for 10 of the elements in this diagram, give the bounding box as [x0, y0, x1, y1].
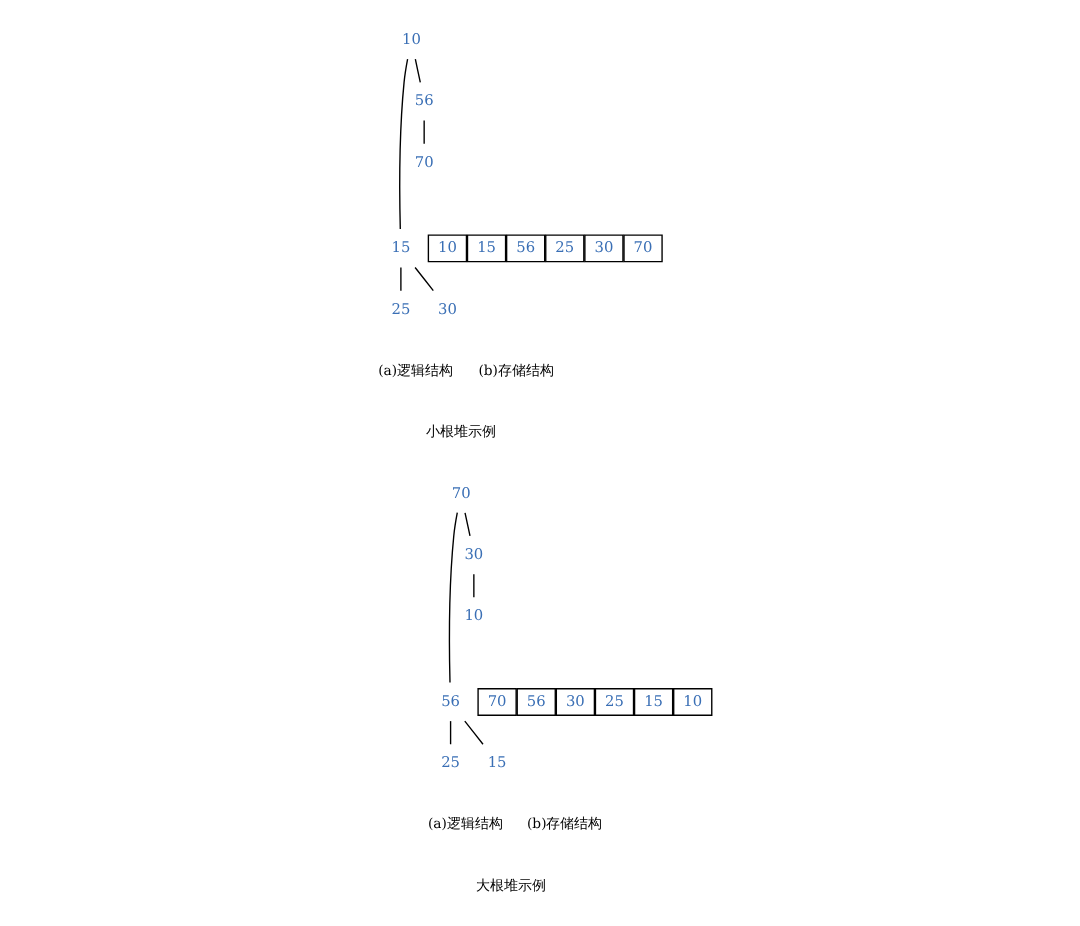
connector [422, 119, 424, 145]
connector [413, 58, 420, 84]
connector [448, 720, 451, 745]
connector [472, 573, 474, 598]
connector [398, 58, 408, 230]
connector [463, 720, 483, 745]
connector [399, 266, 401, 292]
connector [413, 266, 433, 292]
connector [463, 512, 470, 537]
connector [447, 512, 457, 684]
